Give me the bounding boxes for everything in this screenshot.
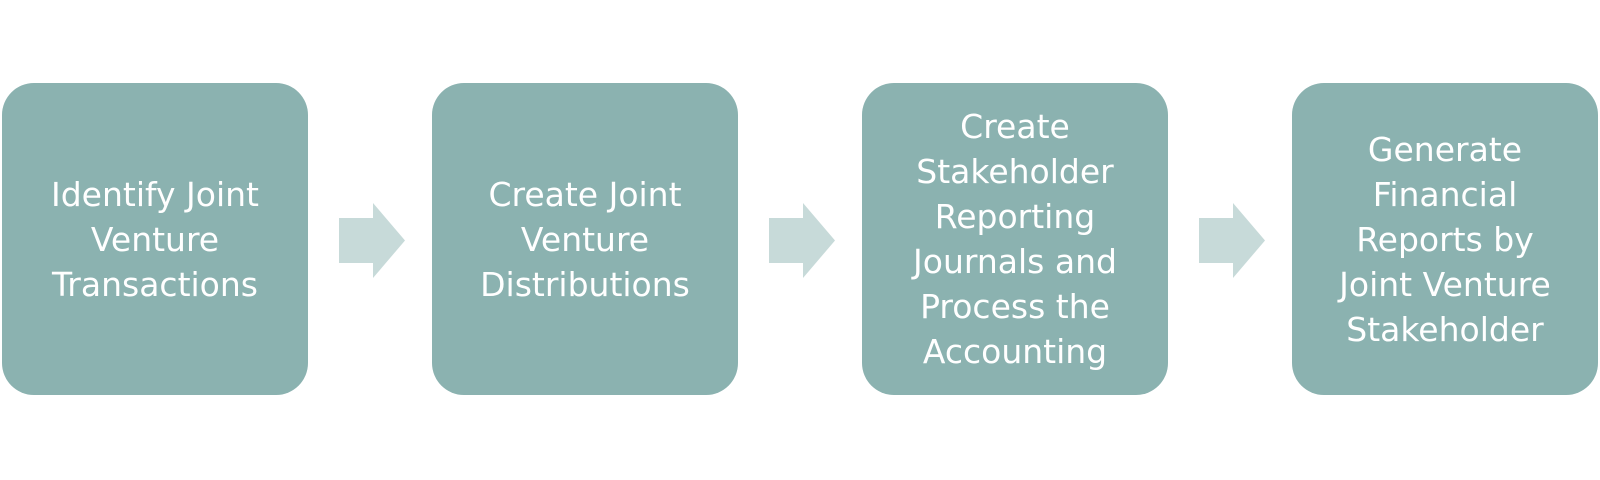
right-arrow-icon (1199, 203, 1265, 278)
step-box-3: Create Stakeholder Reporting Journals an… (862, 83, 1168, 395)
right-arrow-icon (339, 203, 405, 278)
step-label-4: Generate Financial Reports by Joint Vent… (1339, 129, 1551, 349)
step-box-4: Generate Financial Reports by Joint Vent… (1292, 83, 1598, 395)
step-box-1: Identify Joint Venture Transactions (2, 83, 308, 395)
right-arrow-icon (769, 203, 835, 278)
step-box-2: Create Joint Venture Distributions (432, 83, 738, 395)
step-label-1: Identify Joint Venture Transactions (50, 174, 259, 304)
step-label-3: Create Stakeholder Reporting Journals an… (913, 107, 1117, 371)
step-label-2: Create Joint Venture Distributions (480, 174, 690, 304)
